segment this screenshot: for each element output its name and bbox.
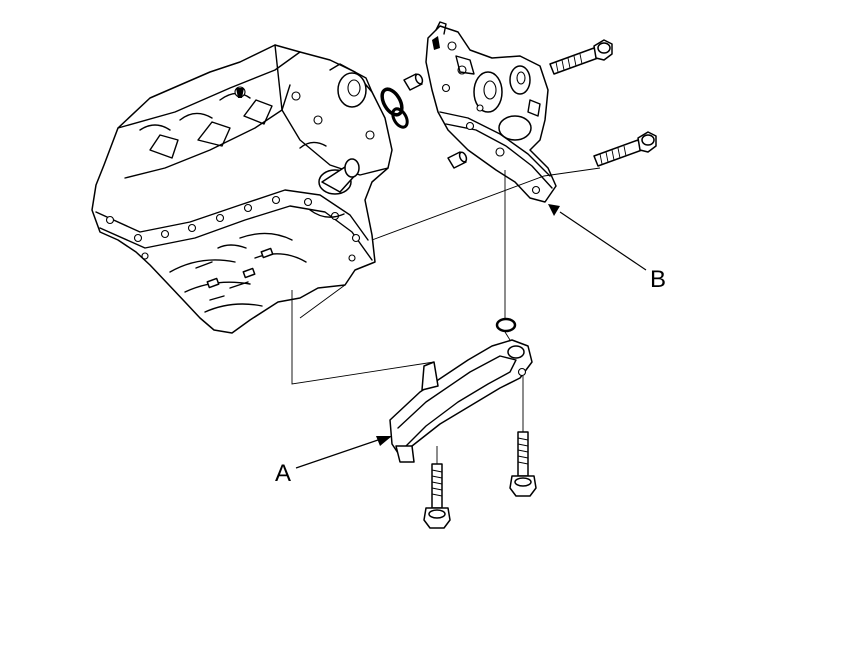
oil-strainer <box>389 339 533 463</box>
callout-label-b: B <box>650 266 667 293</box>
oil-pump-bolt-lower <box>593 131 657 167</box>
strainer-bolt-right <box>509 431 537 497</box>
oil-seal-rings <box>380 87 409 129</box>
alignment-lines <box>291 167 601 464</box>
oil-pump <box>425 21 557 203</box>
strainer-bolt-left <box>423 463 451 529</box>
strainer-o-ring <box>495 317 517 333</box>
leader-arrow-a <box>295 436 392 469</box>
engine-block <box>91 44 393 334</box>
dowel-pin-upper <box>403 73 424 91</box>
callout-label-a: A <box>275 460 292 487</box>
dowel-pin-lower <box>447 151 468 169</box>
oil-pump-bolt-upper <box>549 39 613 75</box>
leader-arrow-b <box>548 204 647 271</box>
